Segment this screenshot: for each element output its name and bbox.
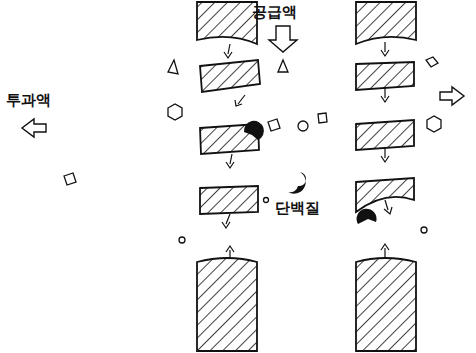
- permeate-label: 투과액: [6, 92, 51, 109]
- protein-label: 단백질: [275, 200, 320, 217]
- feed-label: 공급액: [252, 4, 297, 21]
